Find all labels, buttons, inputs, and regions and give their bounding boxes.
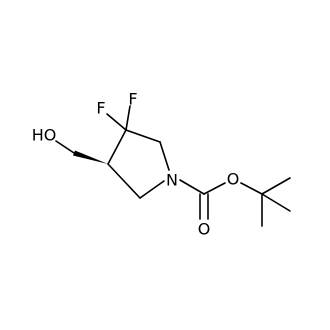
- bond-c-f1: [106, 113, 127, 131]
- atom-label-fluorine-1: F: [96, 99, 105, 118]
- atom-label-ether-oxygen: O: [227, 170, 240, 189]
- atom-label-nitrogen: N: [166, 171, 178, 190]
- atom-label-carbonyl-oxygen: O: [198, 220, 211, 239]
- bond-ester-o-tbu: [240, 182, 263, 195]
- bond-n-carbonyl: [179, 179, 205, 195]
- bond-ch2a-n: [159, 141, 170, 171]
- bond-c-f2: [125, 105, 131, 131]
- atom-label-fluorine-2: F: [128, 90, 137, 109]
- bond-ch2-oh: [55, 140, 75, 154]
- bond-ch-cf2: [107, 129, 127, 165]
- bond-cf2-ch2a: [125, 129, 161, 143]
- bond-tbu-methyl-2: [261, 193, 291, 212]
- bond-carbonyl-ester-o: [203, 182, 226, 195]
- bond-ch2b-ch: [107, 163, 141, 199]
- bond-n-ch2b: [139, 180, 165, 199]
- stereo-wedge-bond: [73, 150, 108, 164]
- atom-label-hydroxyl: HO: [32, 126, 57, 145]
- bond-tbu-methyl-1: [261, 177, 291, 195]
